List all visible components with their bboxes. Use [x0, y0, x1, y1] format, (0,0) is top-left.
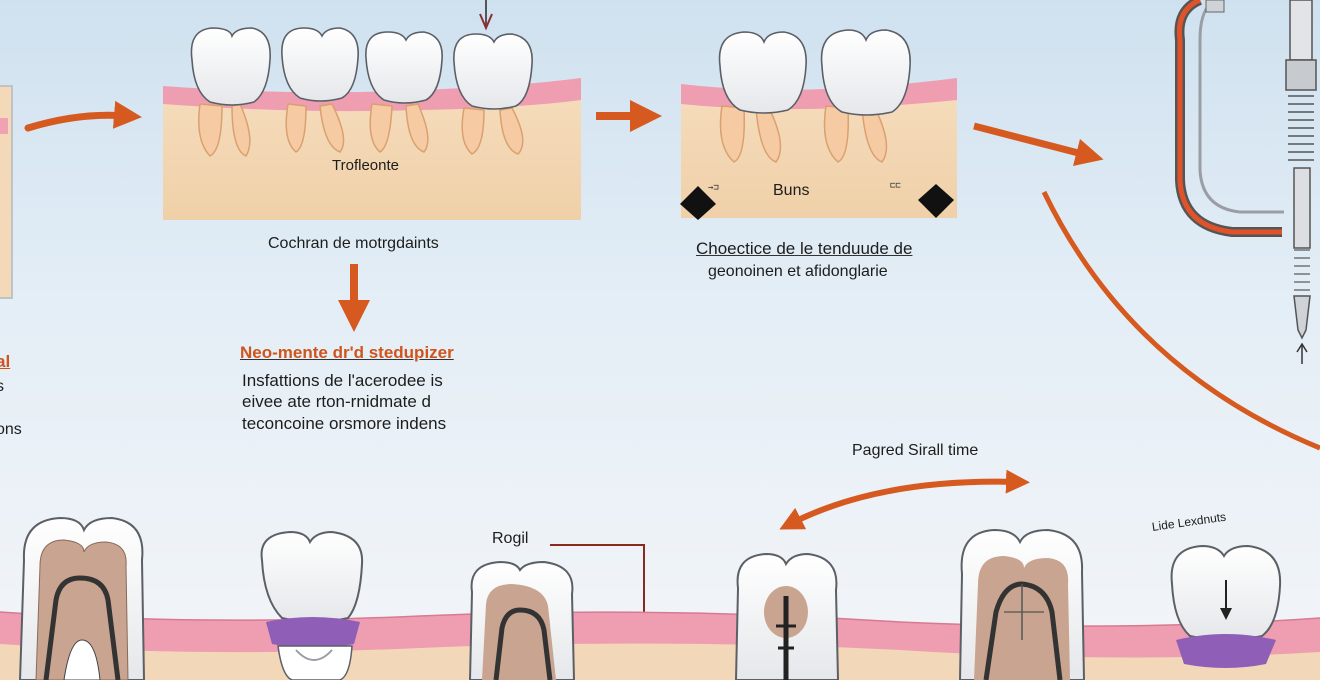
- bottom-tooth-2: [260, 530, 364, 680]
- arrow-bottom-double: [779, 469, 1030, 530]
- arrow-3: [973, 122, 1104, 167]
- panel-1-roots: [198, 103, 524, 157]
- note-heading: Neo-mente dr'd stedupizer: [240, 343, 454, 362]
- panel-1-label: Trofleonte: [332, 157, 399, 174]
- note-line-2: eivee ate rton-rnidmate d: [242, 392, 431, 411]
- dental-instrument: [1174, 0, 1317, 364]
- panel-1-teeth: [190, 27, 533, 110]
- panel-1-caption: Cochran de motrgdaints: [268, 235, 439, 252]
- panel-1-illustration: [163, 0, 581, 220]
- panel-2-label: Buns: [773, 182, 810, 199]
- note-line-1: Insfattions de l'acerodee is: [242, 371, 443, 390]
- bottom-tooth-6: [1170, 544, 1282, 668]
- bottom-arrow-label: Pagred Sirall time: [852, 442, 979, 459]
- note-line-3: teconcoine orsmore indens: [242, 414, 447, 433]
- bottom-gum: [0, 611, 1320, 680]
- bottom-tooth-4: [734, 552, 840, 680]
- left-edge-line-2: ons: [0, 421, 22, 438]
- panel-2-illustration: →⊐ ⊏⊏: [680, 29, 957, 220]
- left-edge-line-1: s: [0, 378, 4, 395]
- panel-2-caption-line-1: Choectice de le tenduude de: [696, 239, 913, 258]
- left-edge-heading: al: [0, 352, 11, 371]
- arrow-curve-right: [1041, 190, 1320, 451]
- panel-2-caption-line-2: geonoinen et afidonglarie: [708, 263, 888, 280]
- bottom-tooth-1: [18, 516, 146, 680]
- bottom-tooth-5: [958, 528, 1086, 680]
- svg-text:⊏⊏: ⊏⊏: [890, 181, 901, 191]
- svg-text:→⊐: →⊐: [708, 183, 719, 193]
- bottom-tooth-3: [468, 560, 576, 680]
- callout-label: Rogil: [492, 530, 529, 547]
- arrow-1: [24, 100, 142, 132]
- left-edge-panel: [0, 85, 13, 299]
